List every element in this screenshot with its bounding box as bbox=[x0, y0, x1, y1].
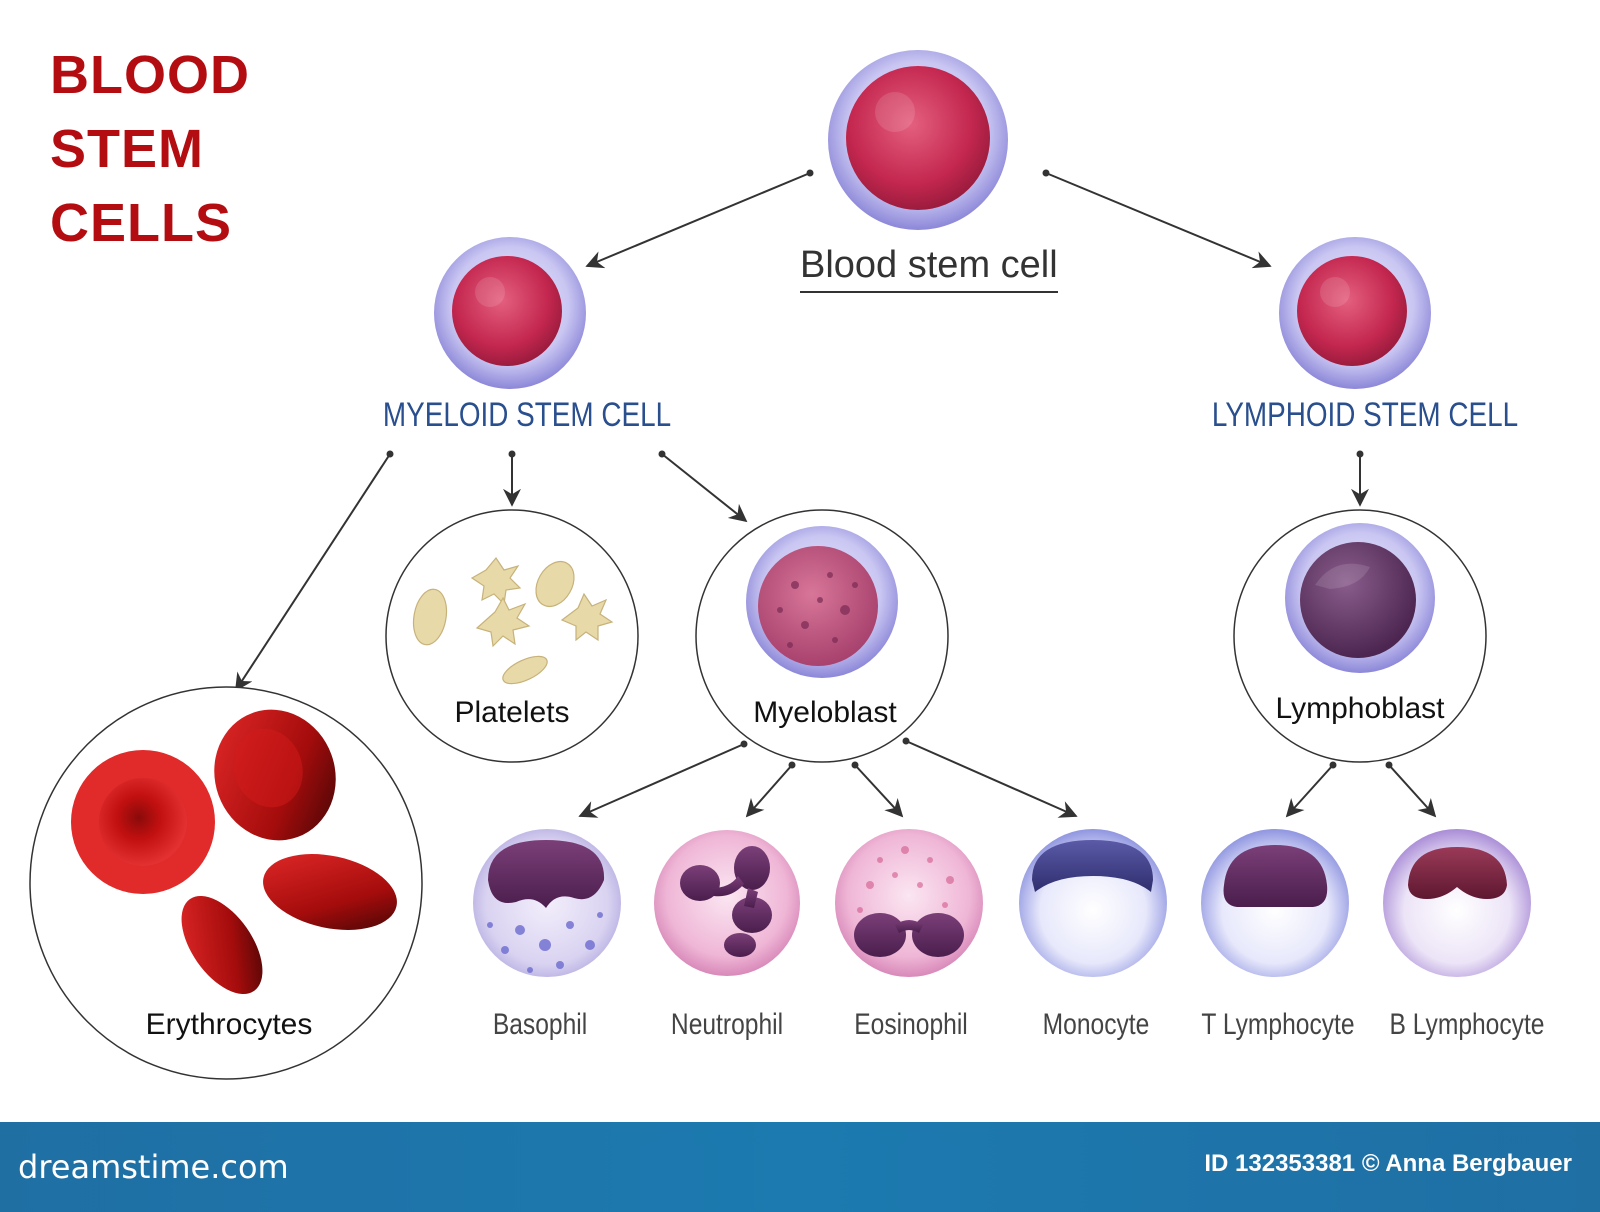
arrow-lymphoid-to-lymphoblast-origin bbox=[1356, 450, 1364, 458]
arrow-myeloblast-to-eosinophil bbox=[854, 764, 904, 818]
lymphoid-stem-cell-illustration bbox=[1279, 237, 1431, 389]
label-blood-stem-cell: Blood stem cell bbox=[800, 244, 1058, 286]
label-lymphoid-stem-cell: LYMPHOID STEM CELL bbox=[1211, 396, 1519, 434]
label-monocyte: Monocyte bbox=[1042, 1008, 1150, 1041]
red-blood-cell bbox=[214, 709, 336, 841]
arrow-root-to-lymphoid-origin bbox=[1042, 169, 1050, 177]
label-b-lymphocyte: B Lymphocyte bbox=[1389, 1008, 1545, 1041]
footer-credit: ID 132353381 © Anna Bergbauer bbox=[1204, 1150, 1572, 1177]
arrow-myeloblast-to-basophil bbox=[578, 743, 745, 818]
t-lymphocyte-illustration bbox=[1201, 829, 1349, 977]
label-blood-stem-cell-underline bbox=[800, 291, 1058, 293]
arrow-myeloid-to-myeloblast-origin bbox=[658, 450, 666, 458]
lymphoblast-node bbox=[1233, 509, 1487, 763]
arrow-myeloblast-to-basophil-origin bbox=[740, 740, 748, 748]
neutrophil-illustration bbox=[654, 830, 800, 976]
label-neutrophil: Neutrophil bbox=[670, 1008, 784, 1041]
arrow-root-to-myeloid bbox=[585, 172, 811, 269]
watermark-footer-bar: dreamstime.com ID 132353381 © Anna Bergb… bbox=[0, 1122, 1600, 1212]
arrow-lymphoblast-to-t-lymphocyte bbox=[1285, 764, 1334, 818]
arrow-myeloblast-to-eosinophil-origin bbox=[851, 761, 859, 769]
arrow-lymphoblast-to-t-lymphocyte-origin bbox=[1329, 761, 1337, 769]
arrow-myeloid-to-erythrocytes bbox=[235, 453, 391, 692]
red-blood-cell bbox=[181, 896, 263, 994]
title-line-2: STEM bbox=[50, 119, 205, 179]
arrow-myeloblast-to-monocyte-origin bbox=[902, 737, 910, 745]
arrow-root-to-lymphoid bbox=[1045, 172, 1272, 269]
eosinophil-illustration bbox=[835, 829, 983, 977]
arrow-lymphoblast-to-b-lymphocyte-origin bbox=[1385, 761, 1393, 769]
arrow-myeloblast-to-monocyte bbox=[905, 740, 1078, 818]
arrow-myeloblast-to-neutrophil bbox=[745, 764, 793, 818]
platelet-fragments bbox=[412, 556, 614, 685]
footer-brand[interactable]: dreamstime.com bbox=[18, 1148, 289, 1186]
connector-arrows bbox=[235, 169, 1437, 818]
monocyte-illustration bbox=[1019, 829, 1167, 977]
blood-stem-cell-illustration bbox=[828, 50, 1008, 230]
label-myeloblast: Myeloblast bbox=[753, 696, 897, 729]
label-t-lymphocyte: T Lymphocyte bbox=[1201, 1008, 1355, 1041]
basophil-illustration bbox=[473, 829, 621, 977]
label-basophil: Basophil bbox=[492, 1008, 588, 1041]
myeloid-stem-cell-illustration bbox=[434, 237, 586, 389]
label-platelets: Platelets bbox=[454, 696, 570, 729]
red-blood-cell bbox=[71, 750, 215, 894]
arrow-myeloid-to-myeloblast bbox=[661, 453, 748, 523]
arrow-myeloid-to-erythrocytes-origin bbox=[386, 450, 394, 458]
erythrocytes-node bbox=[29, 686, 423, 1080]
platelets-node bbox=[385, 509, 639, 763]
b-lymphocyte-illustration bbox=[1383, 829, 1531, 977]
myeloblast-node bbox=[695, 509, 949, 763]
arrow-myeloid-to-platelets-origin bbox=[508, 450, 516, 458]
label-erythrocytes: Erythrocytes bbox=[145, 1008, 313, 1041]
title-line-1: BLOOD bbox=[50, 45, 250, 105]
red-blood-cell bbox=[263, 854, 397, 930]
label-myeloid-stem-cell: MYELOID STEM CELL bbox=[382, 396, 672, 434]
arrow-root-to-myeloid-origin bbox=[806, 169, 814, 177]
arrow-myeloblast-to-neutrophil-origin bbox=[788, 761, 796, 769]
title-line-3: CELLS bbox=[50, 193, 233, 253]
label-lymphoblast: Lymphoblast bbox=[1275, 692, 1445, 725]
label-eosinophil: Eosinophil bbox=[854, 1008, 968, 1041]
arrow-lymphoblast-to-b-lymphocyte bbox=[1388, 764, 1437, 818]
